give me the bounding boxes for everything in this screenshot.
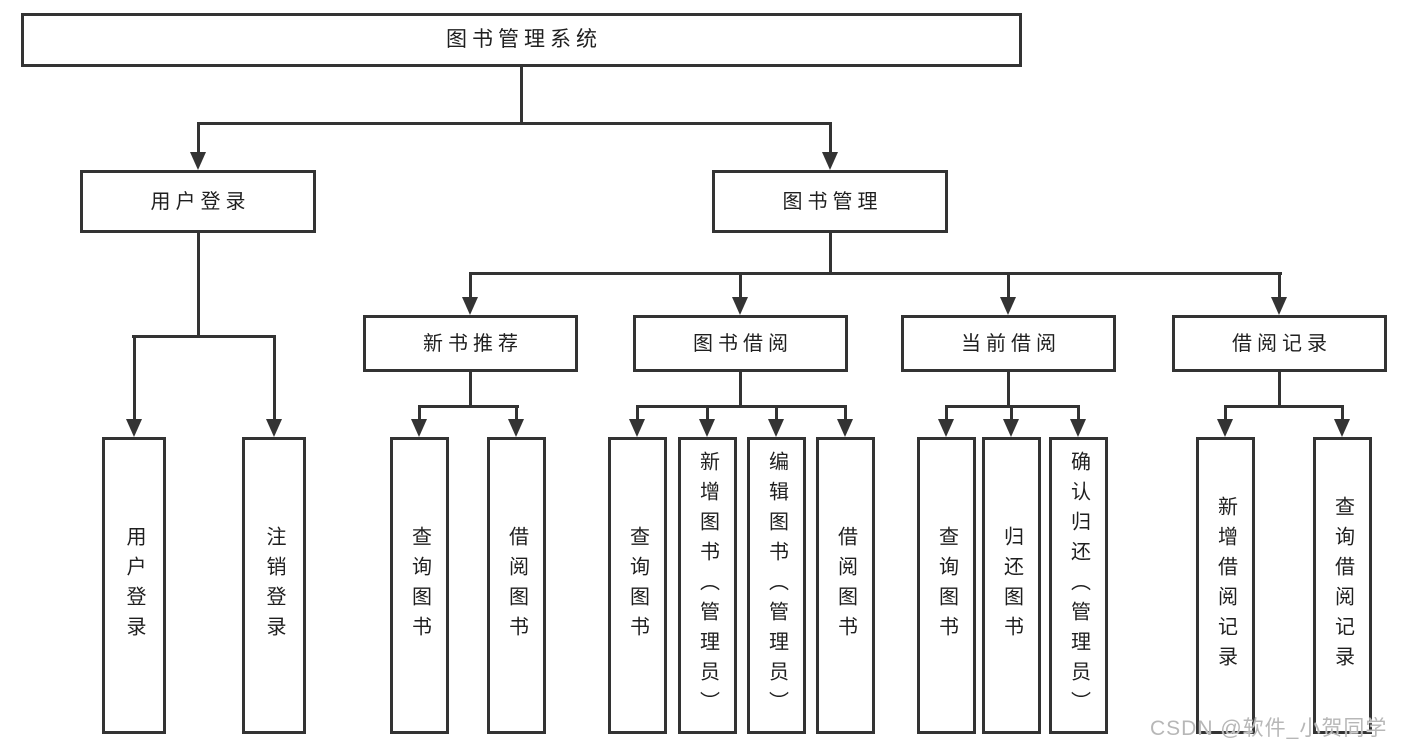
node-book-management: 图书管理 — [712, 170, 948, 233]
connector-line — [197, 122, 200, 152]
node-user-login: 用户登录 — [80, 170, 316, 233]
connector-line — [418, 405, 421, 419]
connector-line — [1007, 372, 1010, 405]
connector-line — [418, 405, 519, 408]
leaf-user-login: 用户登录 — [102, 437, 166, 734]
arrowhead-down-icon — [699, 419, 715, 437]
arrowhead-down-icon — [732, 297, 748, 315]
connector-line — [1278, 372, 1281, 405]
arrowhead-down-icon — [1070, 419, 1086, 437]
leaf-query-books-borrow-label: 查询图书 — [626, 525, 649, 646]
arrowhead-down-icon — [1003, 419, 1019, 437]
connector-line — [1341, 405, 1344, 419]
leaf-query-books-current-label: 查询图书 — [935, 525, 958, 646]
leaf-confirm-return-admin-label: 确认归还（管理员） — [1067, 450, 1090, 721]
leaf-borrow-books-newrec-label: 借阅图书 — [505, 525, 528, 646]
leaf-return-books: 归还图书 — [982, 437, 1041, 734]
node-borrowing-records: 借阅记录 — [1172, 315, 1387, 372]
node-library-system: 图书管理系统 — [21, 13, 1022, 67]
arrowhead-down-icon — [837, 419, 853, 437]
connector-line — [1010, 405, 1013, 419]
leaf-add-books-admin: 新增图书（管理员） — [678, 437, 737, 734]
leaf-query-books-newrec: 查询图书 — [390, 437, 449, 734]
arrowhead-down-icon — [938, 419, 954, 437]
connector-line — [1007, 272, 1010, 297]
connector-line — [829, 122, 832, 152]
connector-line — [469, 272, 1282, 275]
connector-line — [1077, 405, 1080, 419]
leaf-query-books-borrow: 查询图书 — [608, 437, 667, 734]
arrowhead-down-icon — [462, 297, 478, 315]
node-library-system-label: 图书管理系统 — [446, 28, 602, 52]
node-user-login-label: 用户登录 — [150, 190, 251, 213]
node-current-borrowing-label: 当前借阅 — [961, 332, 1061, 355]
leaf-add-borrow-record: 新增借阅记录 — [1196, 437, 1255, 734]
arrowhead-down-icon — [508, 419, 524, 437]
connector-line — [636, 405, 847, 408]
connector-line — [739, 372, 742, 405]
leaf-edit-books-admin: 编辑图书（管理员） — [747, 437, 806, 734]
connector-line — [469, 372, 472, 405]
connector-line — [133, 335, 136, 419]
connector-line — [844, 405, 847, 419]
arrowhead-down-icon — [190, 152, 206, 170]
leaf-query-books-current: 查询图书 — [917, 437, 976, 734]
connector-line — [945, 405, 948, 419]
connector-line — [132, 335, 276, 338]
watermark: CSDN @软件_小贺同学 — [1150, 717, 1388, 740]
connector-line — [775, 405, 778, 419]
leaf-logout-login: 注销登录 — [242, 437, 306, 734]
leaf-add-books-admin-label: 新增图书（管理员） — [696, 450, 719, 721]
connector-line — [1224, 405, 1227, 419]
connector-line — [197, 233, 200, 335]
connector-line — [706, 405, 709, 419]
arrowhead-down-icon — [126, 419, 142, 437]
leaf-borrow-books-newrec: 借阅图书 — [487, 437, 546, 734]
leaf-add-borrow-record-label: 新增借阅记录 — [1214, 495, 1237, 676]
connector-line — [515, 405, 518, 419]
arrowhead-down-icon — [266, 419, 282, 437]
leaf-borrow-books-borrow: 借阅图书 — [816, 437, 875, 734]
node-current-borrowing: 当前借阅 — [901, 315, 1116, 372]
arrowhead-down-icon — [629, 419, 645, 437]
connector-line — [1224, 405, 1344, 408]
connector-line — [1278, 272, 1281, 297]
connector-line — [945, 405, 1080, 408]
node-book-borrowing: 图书借阅 — [633, 315, 848, 372]
connector-line — [469, 272, 472, 297]
leaf-logout-login-label: 注销登录 — [263, 525, 285, 646]
arrowhead-down-icon — [1334, 419, 1350, 437]
connector-line — [273, 335, 276, 419]
leaf-user-login-label: 用户登录 — [123, 525, 145, 646]
arrowhead-down-icon — [768, 419, 784, 437]
node-book-management-label: 图书管理 — [782, 190, 883, 213]
leaf-confirm-return-admin: 确认归还（管理员） — [1049, 437, 1108, 734]
connector-line — [520, 64, 523, 122]
leaf-query-borrow-record: 查询借阅记录 — [1313, 437, 1372, 734]
arrowhead-down-icon — [1217, 419, 1233, 437]
node-borrowing-records-label: 借阅记录 — [1232, 332, 1332, 355]
arrowhead-down-icon — [1000, 297, 1016, 315]
connector-line — [739, 272, 742, 297]
arrowhead-down-icon — [1271, 297, 1287, 315]
arrowhead-down-icon — [411, 419, 427, 437]
arrowhead-down-icon — [822, 152, 838, 170]
connector-line — [829, 233, 832, 272]
connector-line — [197, 122, 832, 125]
node-new-book-recommendation: 新书推荐 — [363, 315, 578, 372]
node-book-borrowing-label: 图书借阅 — [693, 332, 793, 355]
leaf-edit-books-admin-label: 编辑图书（管理员） — [765, 450, 788, 721]
leaf-query-books-newrec-label: 查询图书 — [408, 525, 431, 646]
connector-line — [636, 405, 639, 419]
leaf-borrow-books-borrow-label: 借阅图书 — [834, 525, 857, 646]
leaf-query-borrow-record-label: 查询借阅记录 — [1331, 495, 1354, 676]
leaf-return-books-label: 归还图书 — [1000, 525, 1023, 646]
node-new-book-recommendation-label: 新书推荐 — [423, 332, 523, 355]
